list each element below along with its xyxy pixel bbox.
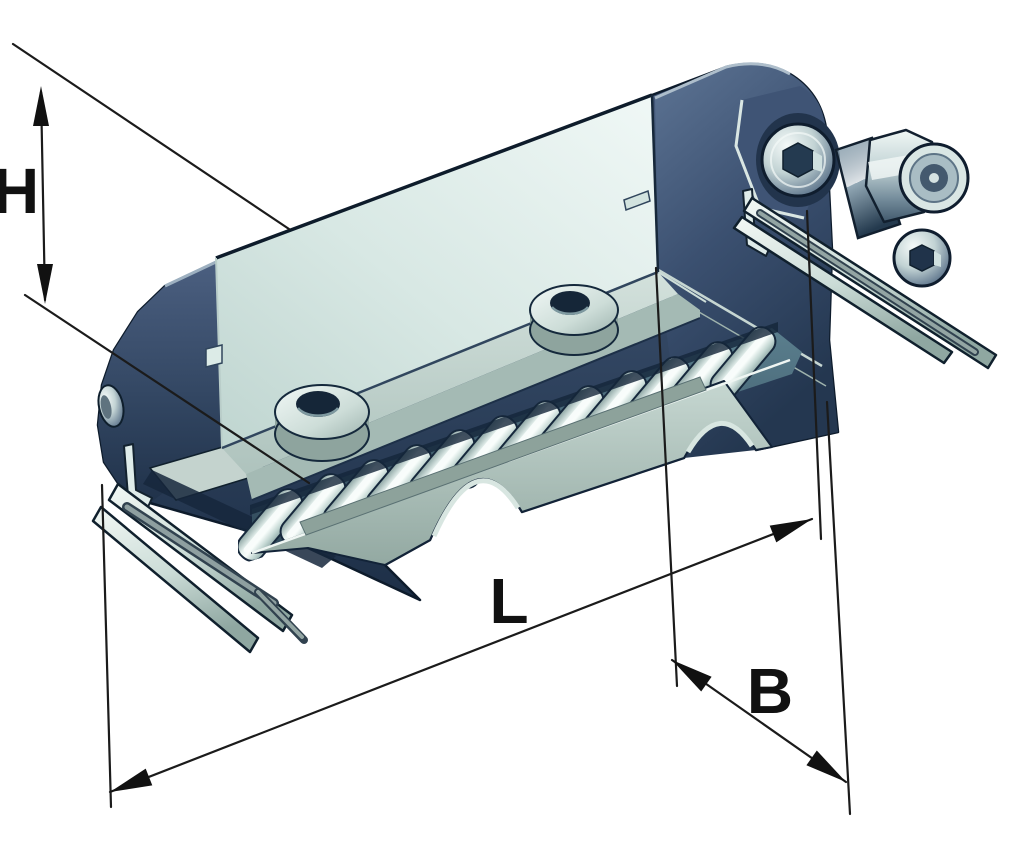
l-dimension-line xyxy=(108,517,814,794)
notch-rim-right xyxy=(685,420,755,454)
roller-shadow-band xyxy=(250,322,778,515)
saddle-cut-edge xyxy=(657,271,707,303)
right-end-seal xyxy=(732,196,998,370)
l-extension-right xyxy=(805,209,823,541)
b-dimension xyxy=(654,266,852,816)
b-arrow-left xyxy=(672,660,712,692)
dimension-annotations: H L B xyxy=(0,42,852,816)
mounting-boss xyxy=(529,284,619,356)
b-extension-left xyxy=(654,266,679,688)
panel-cage-tab xyxy=(623,189,651,212)
h-extension-bottom xyxy=(23,293,311,485)
lower-socket-screw xyxy=(892,228,952,288)
notch-rim-left xyxy=(431,478,521,538)
grease-fitting xyxy=(834,128,970,240)
h-arrow-up xyxy=(33,86,49,126)
b-extension-right xyxy=(825,400,852,816)
left-end-seal xyxy=(91,482,308,654)
l-dimension xyxy=(100,209,823,809)
panel-left-tab xyxy=(205,344,223,368)
mounting-boss xyxy=(274,384,370,462)
h-arrow-down xyxy=(37,264,53,304)
l-arrow-left xyxy=(110,768,153,792)
h-extension-top xyxy=(11,42,291,231)
bearing-unit-illustration xyxy=(91,62,998,654)
right-block-top-highlight xyxy=(654,62,791,100)
saddle-shadow-line xyxy=(251,317,701,501)
socket-head-screw xyxy=(760,122,836,198)
lubrication-pin xyxy=(97,384,125,428)
h-dimension xyxy=(11,42,311,485)
width-dimension-label: B xyxy=(747,655,793,727)
left-end-block xyxy=(98,262,222,503)
l-extension-left xyxy=(100,483,113,809)
left-block-top-highlight xyxy=(164,260,217,288)
plate-channel xyxy=(299,376,707,536)
l-arrow-right xyxy=(769,519,812,543)
b-arrow-right xyxy=(806,750,846,782)
height-dimension-label: H xyxy=(0,155,39,227)
length-dimension-label: L xyxy=(489,565,528,637)
